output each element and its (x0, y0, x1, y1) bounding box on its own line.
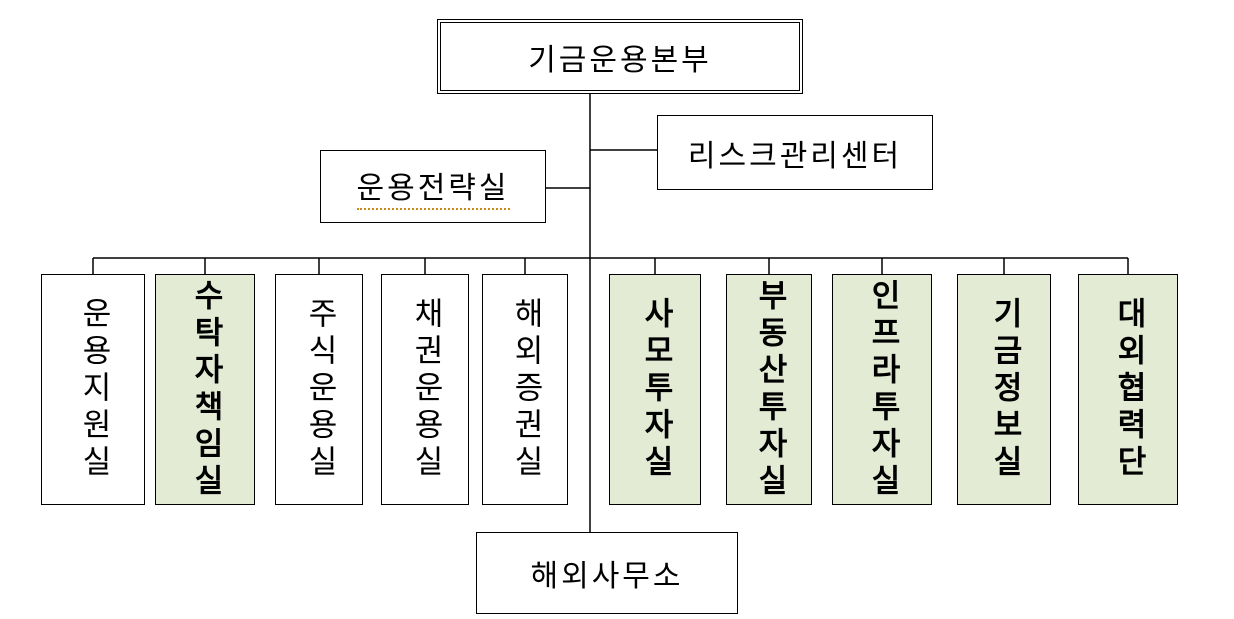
dept-box-6: 사모투자실 (609, 274, 701, 505)
fund-management-hq-box: 기금운용본부 (437, 19, 803, 94)
dept-label: 부동산투자실 (751, 278, 788, 501)
dept-box-4: 채권운용실 (381, 274, 469, 505)
fund-management-hq-label: 기금운용본부 (528, 42, 712, 78)
strategy-office-box: 운용전략실 (320, 150, 546, 223)
strategy-office-label: 운용전략실 (356, 163, 510, 210)
department-drops (92, 258, 1129, 274)
dept-box-3: 주식운용실 (275, 274, 363, 505)
risk-center-box: 리스크관리센터 (657, 115, 933, 190)
dept-label: 사모투자실 (637, 297, 674, 482)
dept-box-8: 인프라투자실 (832, 274, 932, 505)
dept-label: 운용지원실 (75, 297, 112, 482)
dept-label: 인프라투자실 (864, 278, 901, 501)
overseas-office-label: 해외사무소 (530, 559, 684, 594)
dept-label: 해외증권실 (507, 297, 544, 482)
dept-label: 대외협력단 (1110, 297, 1147, 482)
dept-box-1: 운용지원실 (41, 274, 145, 505)
dept-box-2: 수탁자책임실 (155, 274, 255, 505)
dept-box-7: 부동산투자실 (726, 274, 812, 505)
dept-label: 채권운용실 (407, 297, 444, 482)
dept-box-9: 기금정보실 (957, 274, 1051, 505)
dept-box-5: 해외증권실 (482, 274, 568, 505)
dept-label: 수탁자책임실 (187, 278, 224, 501)
dept-label: 주식운용실 (301, 297, 338, 482)
dept-label: 기금정보실 (986, 297, 1023, 482)
risk-center-label: 리스크관리센터 (687, 138, 903, 174)
dept-box-10: 대외협력단 (1078, 274, 1178, 505)
overseas-office-box: 해외사무소 (476, 532, 738, 614)
